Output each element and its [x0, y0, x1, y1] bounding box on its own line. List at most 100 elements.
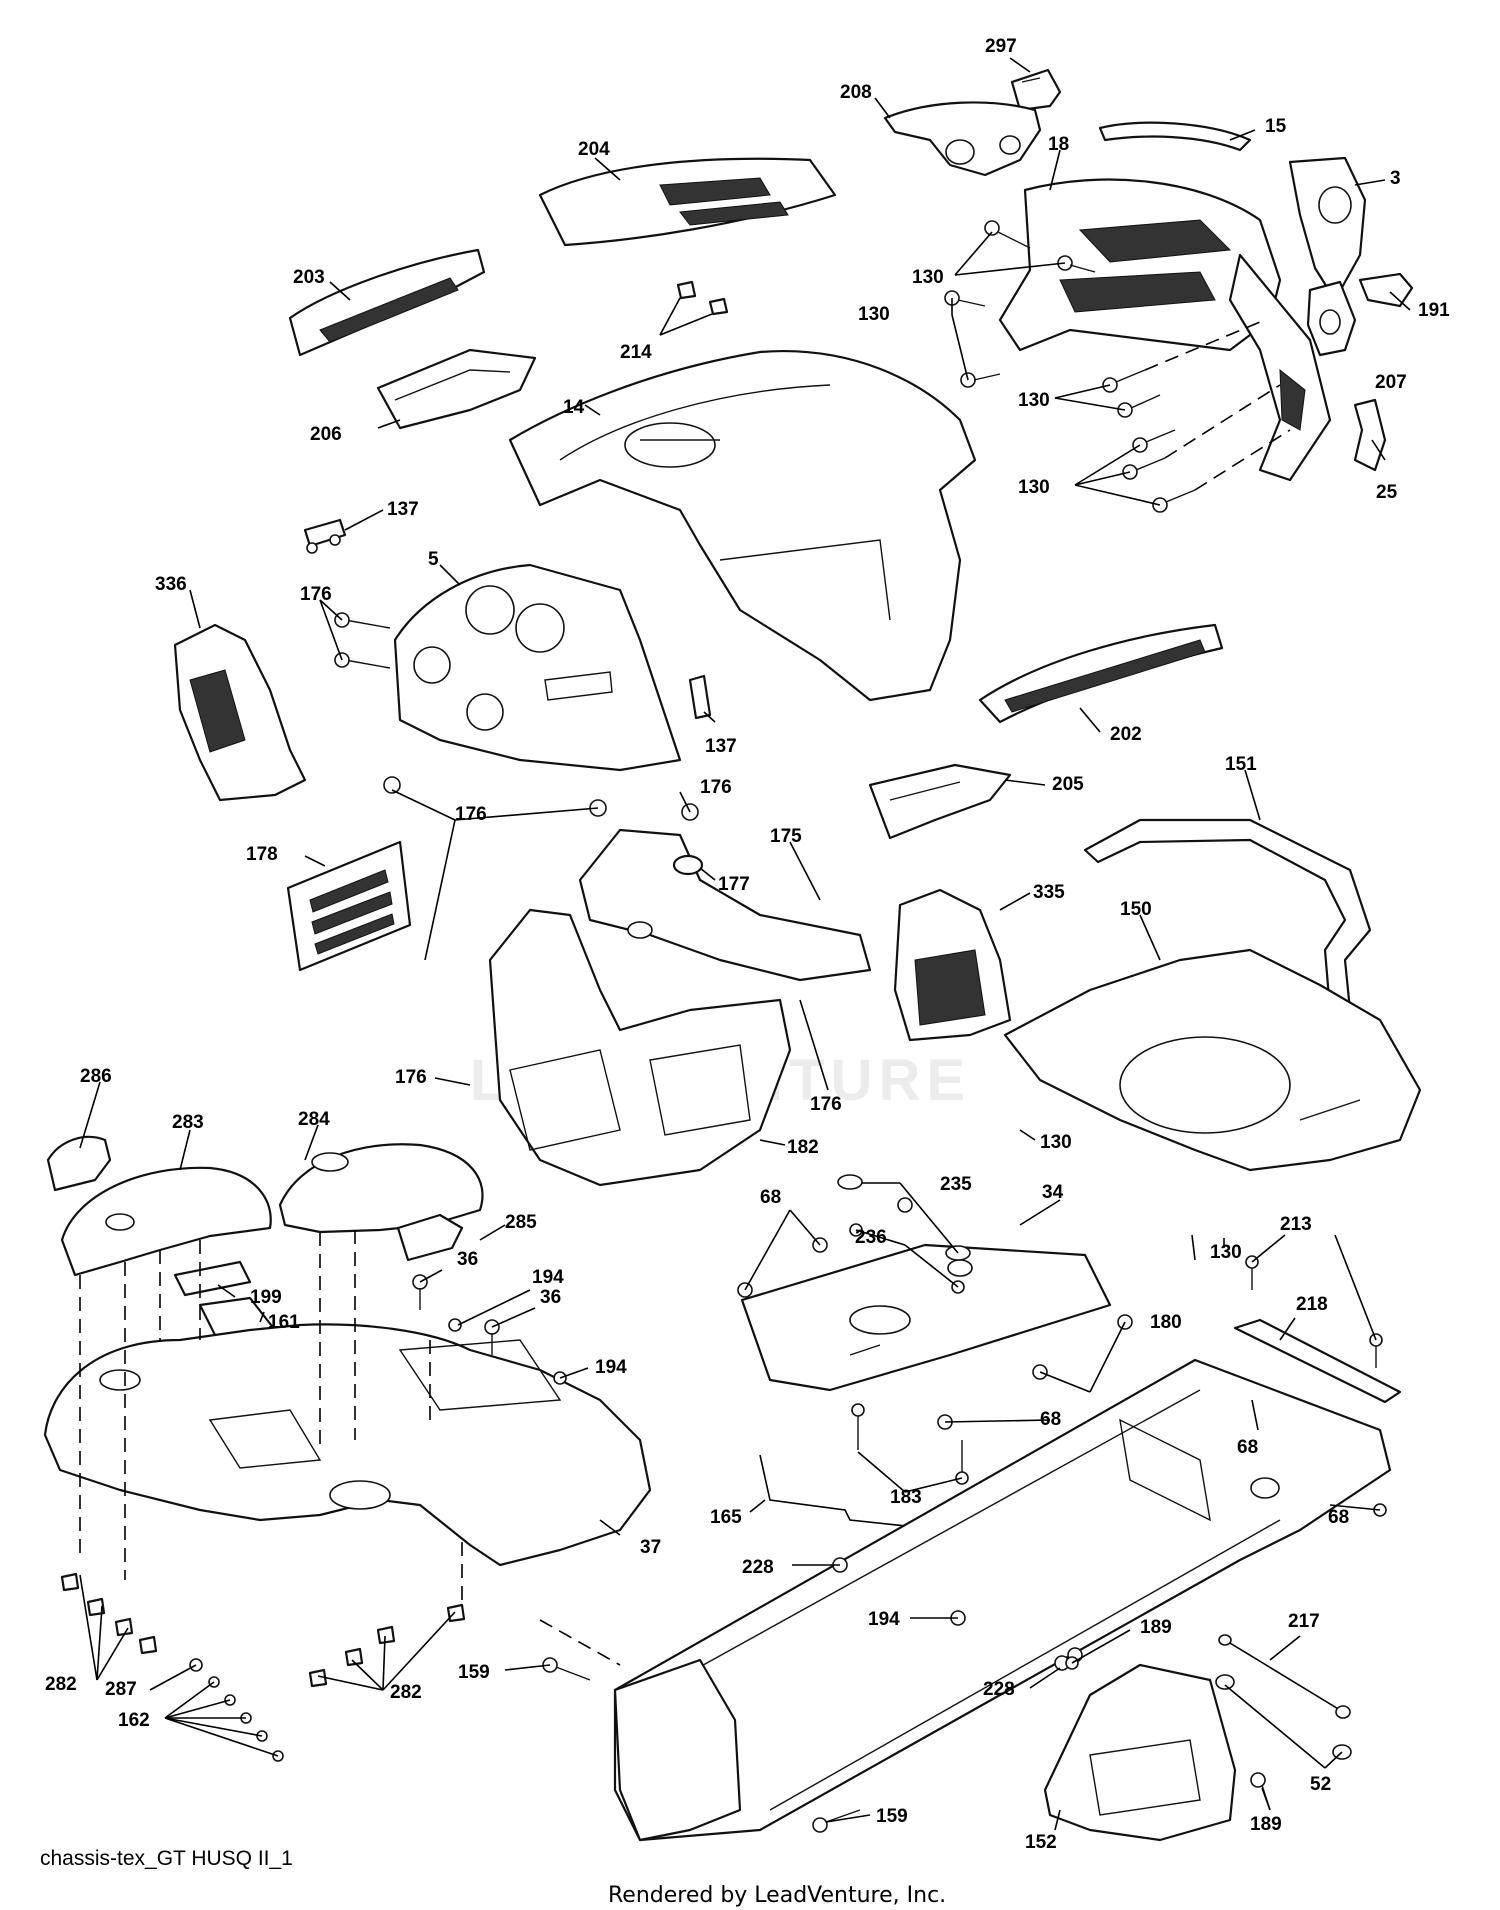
callout-130-d: 130 — [1018, 477, 1050, 498]
callout-191: 191 — [1418, 300, 1450, 321]
callout-137-b: 137 — [705, 736, 737, 757]
callout-137-a: 137 — [387, 499, 419, 520]
part-283-fender-cover — [60, 1166, 272, 1277]
callout-3: 3 — [1390, 168, 1401, 189]
callout-297: 297 — [985, 36, 1017, 57]
callout-18: 18 — [1048, 134, 1069, 155]
part-18-front-bumper — [998, 178, 1332, 482]
callout-285: 285 — [505, 1212, 537, 1233]
bolts-183 — [851, 1403, 969, 1485]
callout-176-c: 176 — [455, 804, 487, 825]
part-137-clip-lower — [688, 674, 712, 720]
callout-228-a: 228 — [742, 1557, 774, 1578]
callout-176-a: 176 — [300, 584, 332, 605]
part-202-grille — [978, 623, 1224, 724]
callout-165: 165 — [710, 1507, 742, 1528]
callout-130-f: 130 — [1210, 1242, 1242, 1263]
part-207-light-bracket — [1306, 280, 1357, 357]
part-285-cover — [396, 1213, 464, 1262]
callout-15: 15 — [1265, 116, 1287, 137]
part-208-bracket — [883, 101, 1042, 177]
callout-228-b: 228 — [983, 1679, 1015, 1700]
part-178-decal-plate — [286, 840, 412, 972]
callout-177: 177 — [718, 874, 750, 895]
callout-68-c: 68 — [1237, 1437, 1258, 1458]
part-217-rod — [1215, 1634, 1352, 1760]
callout-183: 183 — [890, 1487, 922, 1508]
callout-202: 202 — [1110, 724, 1142, 745]
part-37-fender — [43, 1323, 652, 1567]
callout-286: 286 — [80, 1066, 112, 1087]
callout-36-a: 36 — [457, 1249, 478, 1270]
part-5-dash-panel — [393, 563, 682, 772]
part-14-hood — [508, 350, 977, 702]
callout-199: 199 — [250, 1287, 282, 1308]
callout-52: 52 — [1310, 1774, 1331, 1795]
part-199-plate — [173, 1260, 252, 1297]
callout-36-b: 36 — [540, 1287, 561, 1308]
callout-130-b: 130 — [858, 304, 890, 325]
callout-150: 150 — [1120, 899, 1152, 920]
part-191-lens — [1358, 272, 1414, 308]
callout-189-a: 189 — [1140, 1617, 1172, 1638]
callout-labels: 297 208 15 18 3 204 130 203 214 130 191 … — [45, 36, 1450, 1853]
callout-130-e: 130 — [1040, 1132, 1072, 1153]
callout-217: 217 — [1288, 1611, 1320, 1632]
callout-336: 336 — [155, 574, 187, 595]
callout-151: 151 — [1225, 754, 1257, 775]
part-175-dash-bracket — [578, 828, 872, 982]
part-177-knob — [672, 854, 704, 876]
callout-161: 161 — [268, 1312, 300, 1333]
part-206-grille-insert — [376, 348, 537, 430]
leader-lines — [79, 57, 1411, 1831]
callout-176-d: 176 — [395, 1067, 427, 1088]
part-180-frame — [613, 1358, 1392, 1842]
callout-37: 37 — [640, 1537, 661, 1558]
callout-207: 207 — [1375, 372, 1407, 393]
footer-credit: Rendered by LeadVenture, Inc. — [608, 1883, 946, 1908]
callout-176-e: 176 — [810, 1094, 842, 1115]
part-205-trim — [868, 763, 1012, 840]
fasteners-36-194-fender — [412, 1274, 567, 1385]
callout-204: 204 — [578, 139, 610, 160]
callout-235: 235 — [940, 1174, 972, 1195]
part-15-trim-strip — [1098, 121, 1252, 152]
callout-159-b: 159 — [876, 1806, 908, 1827]
callout-182: 182 — [787, 1137, 819, 1158]
callout-282-b: 282 — [390, 1682, 422, 1703]
diagram-caption: chassis-tex_GT HUSQ II_1 — [40, 1847, 293, 1870]
callout-130-a: 130 — [912, 267, 944, 288]
callout-282-a: 282 — [45, 1674, 77, 1695]
callout-162: 162 — [118, 1710, 150, 1731]
callout-68-b: 68 — [1040, 1409, 1061, 1430]
callout-68-a: 68 — [760, 1187, 781, 1208]
part-137-clip-upper — [303, 518, 347, 554]
callout-178: 178 — [246, 844, 278, 865]
callout-284: 284 — [298, 1109, 330, 1130]
callout-203: 203 — [293, 267, 325, 288]
callout-34: 34 — [1042, 1182, 1064, 1203]
part-152-battery-tray — [1043, 1663, 1237, 1842]
part-3-side-panel — [1288, 156, 1367, 302]
callout-194-c: 194 — [868, 1609, 900, 1630]
part-284-fender-cover — [278, 1143, 484, 1234]
callout-68-d: 68 — [1328, 1507, 1349, 1528]
callout-206: 206 — [310, 424, 342, 445]
part-335-side-vent — [893, 888, 1012, 1042]
callout-213: 213 — [1280, 1214, 1312, 1235]
part-34-mounting-plate — [740, 1243, 1112, 1392]
part-214-clips — [676, 280, 729, 316]
callout-14: 14 — [563, 397, 585, 418]
part-150-floor-plate — [1003, 948, 1422, 1172]
callout-214: 214 — [620, 342, 652, 363]
part-165-rod — [759, 1454, 926, 1529]
part-203-grille — [288, 248, 486, 357]
callout-236: 236 — [855, 1227, 887, 1248]
callout-176-b: 176 — [700, 777, 732, 798]
callout-335: 335 — [1033, 882, 1065, 903]
part-25-trim — [1353, 398, 1387, 472]
callout-175: 175 — [770, 826, 802, 847]
part-286-handle — [46, 1135, 112, 1192]
